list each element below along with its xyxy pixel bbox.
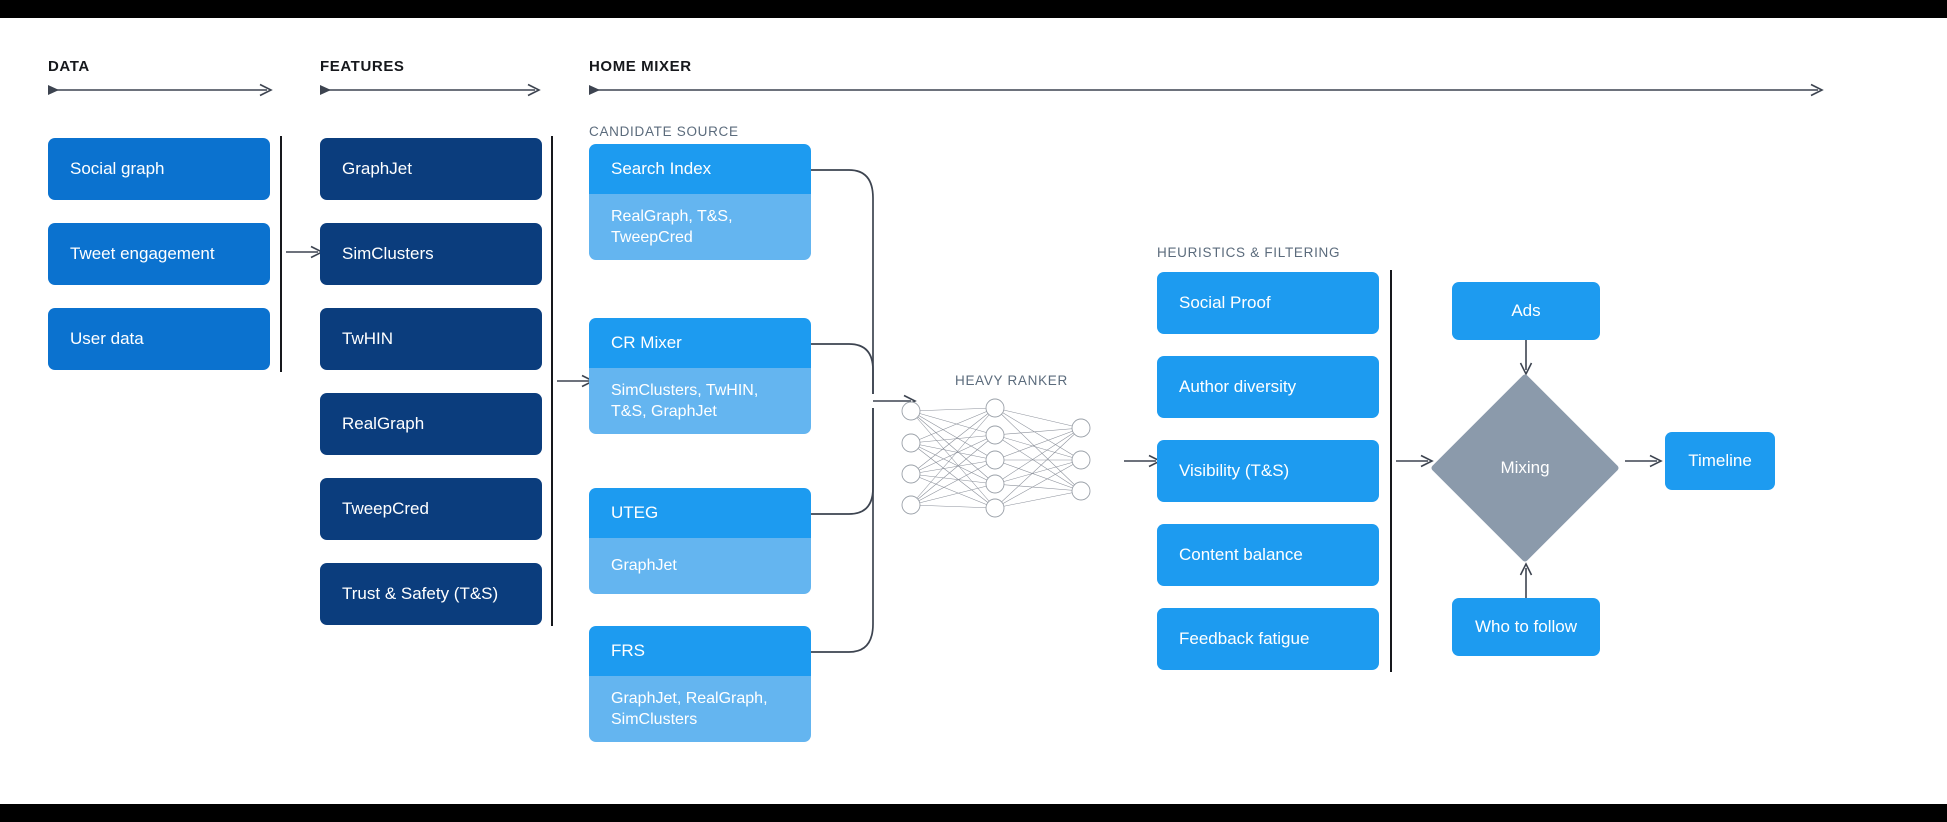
candidate-source-title: Search Index bbox=[589, 144, 811, 194]
arrow-mixing-to-timeline bbox=[1625, 454, 1665, 468]
heuristic-box-label: Social Proof bbox=[1179, 292, 1271, 312]
section-label-heuristics: HEURISTICS & FILTERING bbox=[1157, 245, 1341, 260]
candidate-source-features: SimClusters, TwHIN, T&S, GraphJet bbox=[589, 368, 811, 434]
feature-box-tweepcred[interactable]: TweepCred bbox=[320, 478, 542, 540]
stage-title-data: DATA bbox=[48, 58, 90, 75]
candidate-source-features: RealGraph, T&S, TweepCred bbox=[589, 194, 811, 260]
candidate-source-uteg[interactable]: UTEG GraphJet bbox=[589, 488, 811, 594]
feature-box-twhin[interactable]: TwHIN bbox=[320, 308, 542, 370]
heavy-ranker-neural-network bbox=[895, 398, 1110, 523]
arrow-who-to-follow-to-mixing bbox=[1519, 560, 1533, 598]
stage-title-features: FEATURES bbox=[320, 58, 405, 75]
candidate-source-title: CR Mixer bbox=[589, 318, 811, 368]
data-box-tweet-engagement[interactable]: Tweet engagement bbox=[48, 223, 270, 285]
candidate-source-frs[interactable]: FRS GraphJet, RealGraph, SimClusters bbox=[589, 626, 811, 742]
heuristic-box-label: Author diversity bbox=[1179, 376, 1297, 396]
timeline-box-label: Timeline bbox=[1688, 450, 1752, 470]
candidate-source-search-index[interactable]: Search Index RealGraph, T&S, TweepCred bbox=[589, 144, 811, 260]
candidate-source-title: UTEG bbox=[589, 488, 811, 538]
feature-box-label: Trust & Safety (T&S) bbox=[342, 583, 499, 603]
heuristic-box-label: Feedback fatigue bbox=[1179, 628, 1310, 648]
heuristic-box-label: Visibility (T&S) bbox=[1179, 460, 1290, 480]
ads-box[interactable]: Ads bbox=[1452, 282, 1600, 340]
timeline-box[interactable]: Timeline bbox=[1665, 432, 1775, 490]
data-box-label: Social graph bbox=[70, 158, 165, 178]
heuristic-box-content-balance[interactable]: Content balance bbox=[1157, 524, 1379, 586]
diagram-canvas: DATA FEATURES HOME MIXER CA bbox=[0, 18, 1947, 804]
data-box-user-data[interactable]: User data bbox=[48, 308, 270, 370]
data-box-label: User data bbox=[70, 328, 144, 348]
candidate-source-cr-mixer[interactable]: CR Mixer SimClusters, TwHIN, T&S, GraphJ… bbox=[589, 318, 811, 434]
stage-arrow-data bbox=[48, 83, 276, 97]
arrow-heuristics-to-mixing bbox=[1396, 454, 1436, 468]
section-label-candidate-source: CANDIDATE SOURCE bbox=[589, 124, 739, 139]
feature-box-label: TwHIN bbox=[342, 328, 393, 348]
divider-heuristics-mixing bbox=[1390, 270, 1392, 672]
heuristic-box-visibility[interactable]: Visibility (T&S) bbox=[1157, 440, 1379, 502]
divider-features-homemixer bbox=[551, 136, 553, 626]
stage-title-home-mixer: HOME MIXER bbox=[589, 58, 692, 75]
divider-data-features bbox=[280, 136, 282, 372]
connector-candidate-sources-to-ranker bbox=[811, 158, 961, 678]
who-to-follow-box-label: Who to follow bbox=[1474, 616, 1578, 636]
heuristic-box-author-diversity[interactable]: Author diversity bbox=[1157, 356, 1379, 418]
who-to-follow-box[interactable]: Who to follow bbox=[1452, 598, 1600, 656]
candidate-source-features: GraphJet bbox=[589, 538, 811, 594]
feature-box-label: SimClusters bbox=[342, 243, 434, 263]
mixing-diamond[interactable]: Mixing bbox=[1430, 373, 1620, 563]
data-box-social-graph[interactable]: Social graph bbox=[48, 138, 270, 200]
stage-arrow-home-mixer bbox=[589, 83, 1827, 97]
data-box-label: Tweet engagement bbox=[70, 243, 215, 263]
candidate-source-features: GraphJet, RealGraph, SimClusters bbox=[589, 676, 811, 742]
feature-box-label: GraphJet bbox=[342, 158, 412, 178]
feature-box-trust-safety[interactable]: Trust & Safety (T&S) bbox=[320, 563, 542, 625]
feature-box-graphjet[interactable]: GraphJet bbox=[320, 138, 542, 200]
feature-box-label: TweepCred bbox=[342, 498, 429, 518]
stage-arrow-features bbox=[320, 83, 544, 97]
mixing-diamond-label: Mixing bbox=[1500, 458, 1550, 477]
heuristic-box-label: Content balance bbox=[1179, 544, 1303, 564]
heuristic-box-social-proof[interactable]: Social Proof bbox=[1157, 272, 1379, 334]
ads-box-label: Ads bbox=[1511, 300, 1541, 320]
heuristic-box-feedback-fatigue[interactable]: Feedback fatigue bbox=[1157, 608, 1379, 670]
candidate-source-title: FRS bbox=[589, 626, 811, 676]
feature-box-realgraph[interactable]: RealGraph bbox=[320, 393, 542, 455]
feature-box-simclusters[interactable]: SimClusters bbox=[320, 223, 542, 285]
feature-box-label: RealGraph bbox=[342, 413, 425, 433]
section-label-heavy-ranker: HEAVY RANKER bbox=[955, 373, 1068, 388]
